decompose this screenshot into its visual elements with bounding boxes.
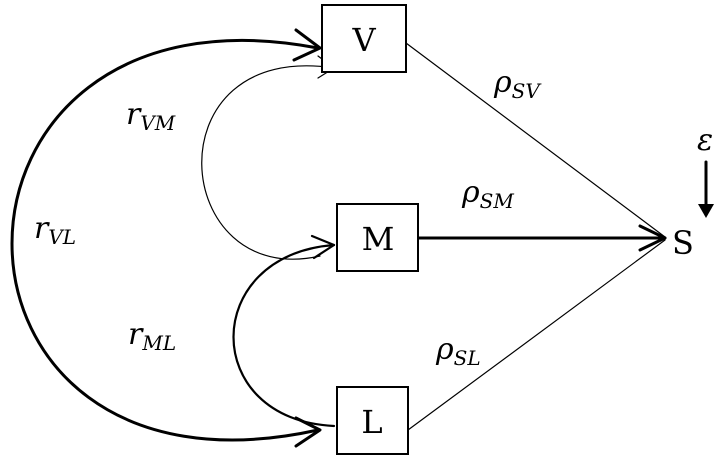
arrowhead-to-v [292, 28, 322, 62]
coef-rho-sv: ρSV [493, 65, 542, 103]
node-m-label: M [362, 220, 395, 258]
coef-r-vm: rVM [126, 97, 176, 135]
path-v-s [405, 42, 666, 238]
path-l-s [407, 239, 666, 431]
arrowhead-to-m [310, 234, 336, 260]
curve-v-l [10, 39, 320, 442]
error-term: ε [697, 123, 713, 158]
coef-rho-sl: ρSL [435, 332, 481, 370]
node-l-label: L [361, 403, 382, 441]
coef-r-ml: rML [128, 317, 176, 355]
arrowhead-to-s [638, 224, 667, 252]
error-arrowhead [698, 204, 714, 218]
node-l: L [336, 386, 409, 455]
curve-m-l [232, 243, 336, 428]
node-v: V [321, 4, 407, 73]
node-s-label: S [672, 224, 694, 262]
curve-v-m [201, 65, 335, 260]
node-v-label: V [351, 21, 376, 59]
node-m: M [336, 203, 419, 272]
coef-r-vl: rVL [34, 211, 76, 249]
coef-rho-sm: ρSM [461, 175, 514, 213]
